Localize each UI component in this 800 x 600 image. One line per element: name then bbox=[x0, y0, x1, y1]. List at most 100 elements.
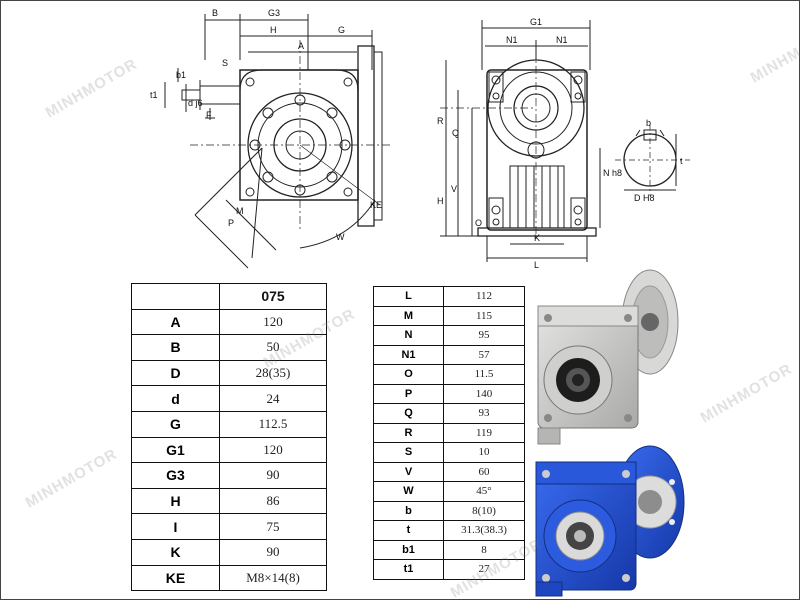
dim-label: b bbox=[646, 118, 651, 128]
dimension-value: 115 bbox=[443, 305, 525, 326]
dim-label: B bbox=[212, 8, 218, 18]
dimension-value: 112.5 bbox=[219, 410, 327, 438]
dimension-label: R bbox=[373, 422, 444, 443]
dim-label: V bbox=[451, 184, 457, 194]
dimension-label: Q bbox=[373, 403, 444, 424]
bore-detail-drawing bbox=[615, 124, 690, 196]
drawing-labels: B G3 H G A S b1 t1 d j6 F P M W KE G1 N1… bbox=[150, 8, 683, 270]
table-header-row: 075 bbox=[131, 283, 327, 310]
dimension-label: B bbox=[131, 334, 220, 361]
dim-label: S bbox=[222, 58, 228, 68]
dim-label: R bbox=[437, 116, 444, 126]
dimension-label: L bbox=[373, 286, 444, 307]
dim-label: M bbox=[236, 206, 244, 216]
dimension-label: S bbox=[373, 442, 444, 463]
dimension-label: M bbox=[373, 305, 444, 326]
dimension-label: I bbox=[131, 513, 220, 540]
dimension-label: d bbox=[131, 385, 220, 412]
dim-label: Q bbox=[452, 128, 459, 138]
dimension-value: 95 bbox=[443, 325, 525, 346]
dim-label: N1 bbox=[506, 35, 518, 45]
dimension-value: 8(10) bbox=[443, 500, 525, 521]
dimension-label: P bbox=[373, 383, 444, 404]
dim-label: b1 bbox=[176, 70, 186, 80]
dimension-value: 31.3(38.3) bbox=[443, 520, 525, 541]
dimension-value: 10 bbox=[443, 442, 525, 463]
dimension-value: 28(35) bbox=[219, 359, 327, 387]
dimension-label: G1 bbox=[131, 436, 220, 464]
dimension-value: 86 bbox=[219, 487, 327, 515]
dim-label: O bbox=[475, 218, 482, 228]
dimension-value: 8 bbox=[443, 539, 525, 560]
dim-label: G3 bbox=[268, 8, 280, 18]
dimension-value: 120 bbox=[219, 436, 327, 464]
dim-label: F bbox=[206, 110, 212, 120]
dim-label: K bbox=[534, 233, 540, 243]
dim-label: P bbox=[228, 218, 234, 228]
dimension-label: KE bbox=[131, 564, 220, 592]
dimension-value: 11.5 bbox=[443, 364, 525, 385]
dimension-label: N bbox=[373, 325, 444, 346]
dimension-value: 45° bbox=[443, 481, 525, 502]
silver-gearbox-photo bbox=[537, 269, 679, 445]
dimension-label: N1 bbox=[373, 344, 444, 365]
dimension-value: 112 bbox=[443, 286, 525, 307]
dimension-label: b bbox=[373, 500, 444, 521]
dimension-value: 24 bbox=[219, 385, 327, 412]
dimension-label: O bbox=[373, 364, 444, 385]
front-view-drawing bbox=[440, 20, 601, 262]
dim-label: H bbox=[270, 25, 277, 35]
blue-gearbox-photo bbox=[535, 445, 685, 597]
model-header: 075 bbox=[219, 283, 327, 310]
dim-label: L bbox=[534, 260, 539, 270]
header-blank-cell bbox=[131, 283, 220, 310]
dimension-value: 27 bbox=[443, 559, 525, 580]
dimension-value: 57 bbox=[443, 344, 525, 365]
dim-label: N1 bbox=[556, 35, 568, 45]
dim-label: G bbox=[338, 25, 345, 35]
dim-label: A bbox=[298, 41, 304, 51]
side-view-drawing bbox=[164, 14, 390, 269]
dimension-label: A bbox=[131, 308, 220, 336]
dimension-label: t1 bbox=[373, 559, 444, 580]
dimension-value: 60 bbox=[443, 461, 525, 482]
dimension-value: 50 bbox=[219, 334, 327, 361]
dimension-label: K bbox=[131, 538, 220, 566]
product-photos bbox=[535, 269, 685, 597]
dimension-label: t bbox=[373, 520, 444, 541]
dim-label: KE bbox=[370, 200, 382, 210]
dim-label: N h8 bbox=[603, 168, 622, 178]
dimension-value: 90 bbox=[219, 538, 327, 566]
technical-drawing: B G3 H G A S b1 t1 d j6 F P M W KE G1 N1… bbox=[150, 8, 690, 270]
dim-label: H bbox=[437, 196, 444, 206]
dimension-label: V bbox=[373, 461, 444, 482]
dim-label: W bbox=[336, 232, 345, 242]
dimension-value: 140 bbox=[443, 383, 525, 404]
